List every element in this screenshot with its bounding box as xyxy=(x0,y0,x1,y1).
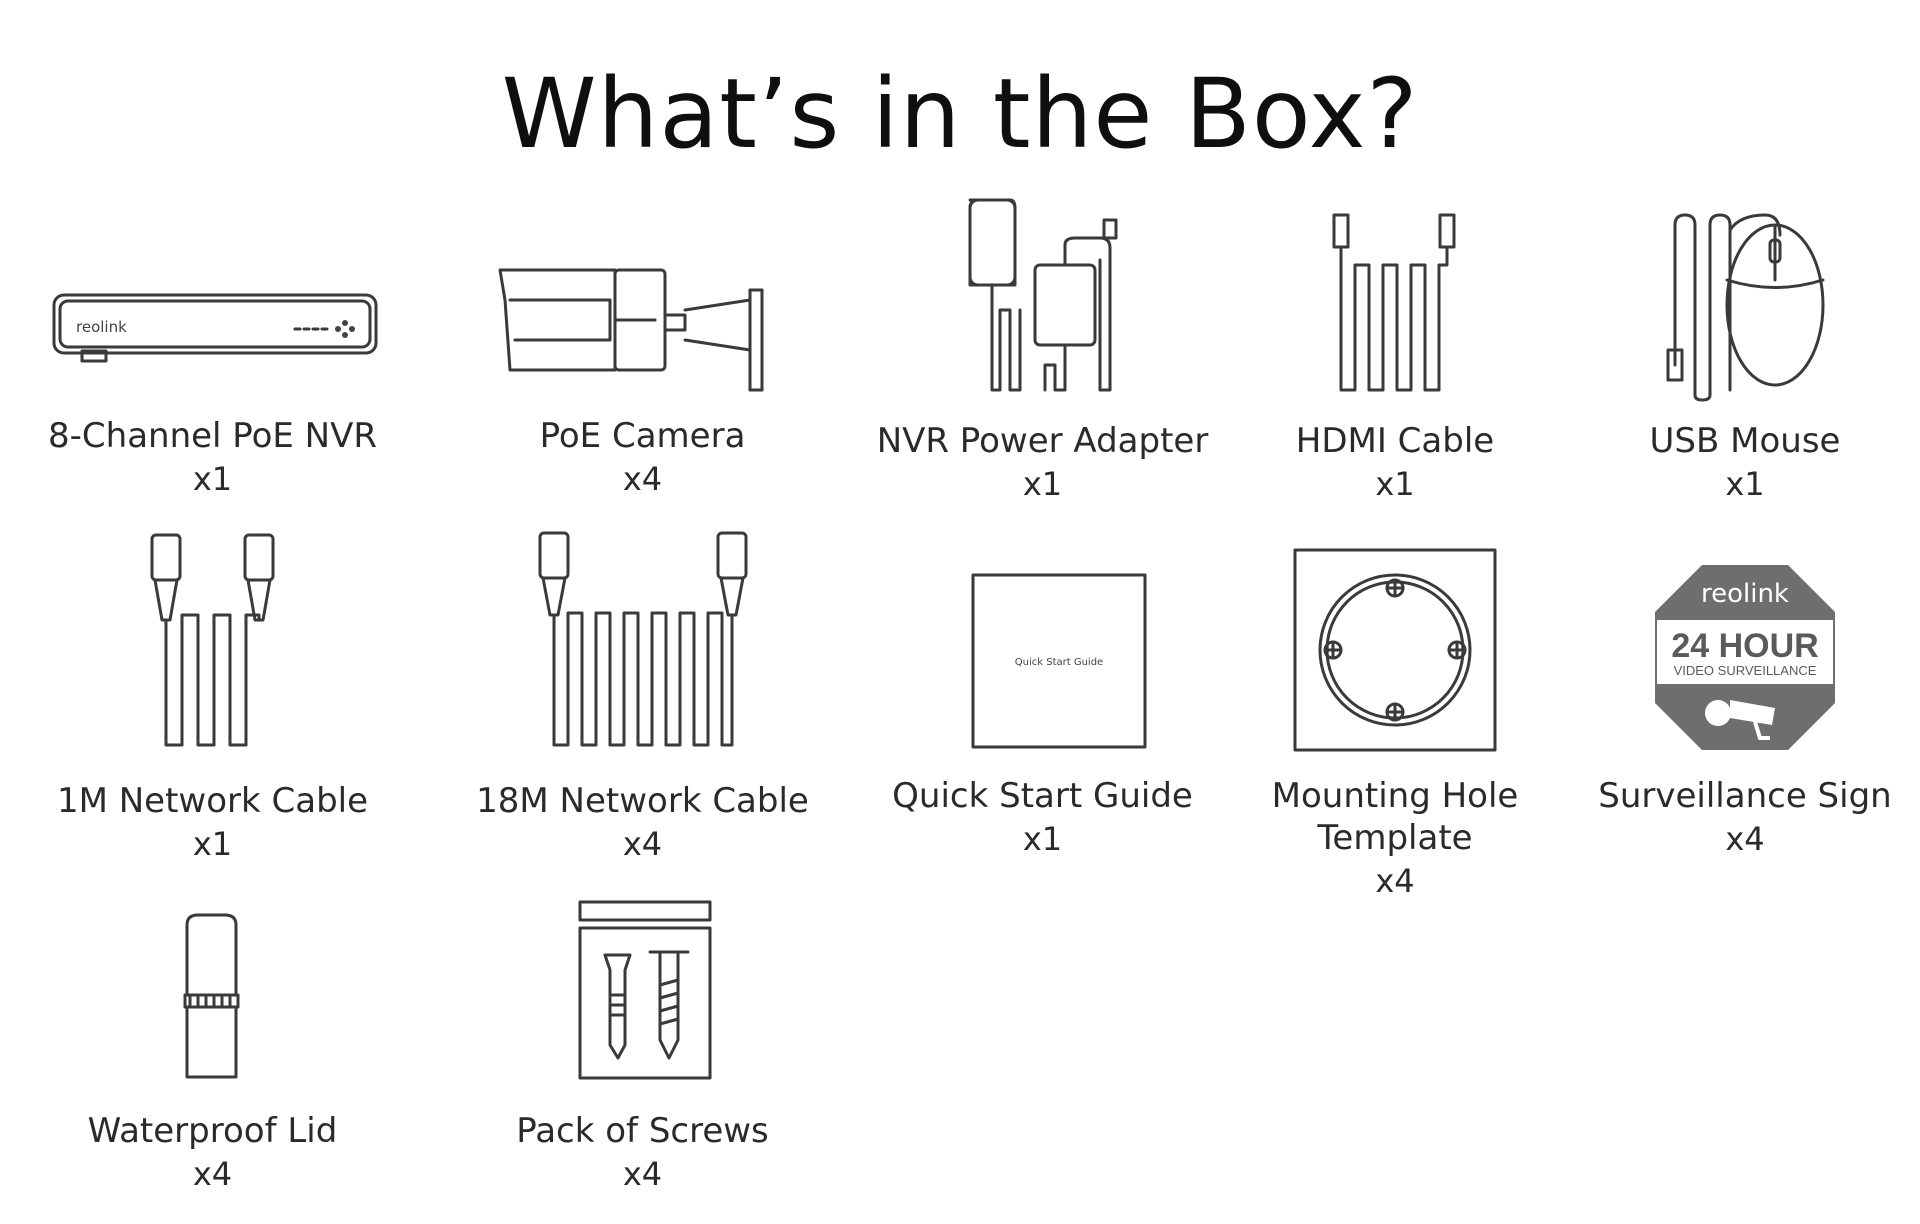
waterproof-lid-icon xyxy=(183,913,240,1079)
item-waterproof-lid: Waterproof Lid x4 xyxy=(40,913,385,1195)
item-label: 1M Network Cable xyxy=(56,781,369,821)
item-nvr: reolink 8-Channel PoE NVR x1 xyxy=(40,285,385,515)
item-label: 18M Network Cable xyxy=(476,781,809,821)
item-label: Pack of Screws xyxy=(516,1111,769,1151)
item-1m-network-cable: 1M Network Cable x1 xyxy=(40,530,385,870)
item-hdmi-cable: HDMI Cable x1 xyxy=(1240,205,1550,510)
item-label: HDMI Cable xyxy=(1295,421,1495,461)
item-quantity: x1 xyxy=(1022,820,1063,858)
item-power-adapter: NVR Power Adapter x1 xyxy=(870,198,1215,510)
item-18m-network-cable: 18M Network Cable x4 xyxy=(470,525,815,870)
item-label: 8-Channel PoE NVR xyxy=(48,416,377,456)
item-quick-start-guide: Quick Start Guide Quick Start Guide x1 xyxy=(870,570,1215,870)
usb-mouse-icon xyxy=(1666,213,1825,402)
item-quantity: x1 xyxy=(1375,465,1415,503)
item-label: NVR Power Adapter xyxy=(876,421,1209,461)
item-pack-of-screws: Pack of Screws x4 xyxy=(470,900,815,1195)
item-label: PoE Camera xyxy=(539,416,746,456)
svg-text:24 HOUR: 24 HOUR xyxy=(1671,627,1818,665)
page-title: What’s in the Box? xyxy=(501,58,1419,170)
item-label: Waterproof Lid xyxy=(87,1111,338,1151)
item-quantity: x4 xyxy=(192,1155,233,1193)
item-poe-camera: PoE Camera x4 xyxy=(470,260,815,510)
item-quantity: x1 xyxy=(192,460,233,498)
item-quantity: x4 xyxy=(622,825,663,863)
item-usb-mouse: USB Mouse x1 xyxy=(1590,210,1900,510)
template-icon xyxy=(1293,548,1497,752)
sign-icon: reolink 24 HOUR VIDEO SURVEILLANCE xyxy=(1655,565,1835,750)
network-cable-icon xyxy=(150,533,275,747)
screws-icon xyxy=(578,900,712,1080)
item-surveillance-sign: reolink 24 HOUR VIDEO SURVEILLANCE Surve… xyxy=(1590,560,1900,870)
svg-text:Quick Start Guide: Quick Start Guide xyxy=(1015,657,1103,668)
svg-text:reolink: reolink xyxy=(76,318,127,336)
item-quantity: x1 xyxy=(1022,465,1063,503)
item-quantity: x4 xyxy=(622,1155,663,1193)
nvr-icon: reolink xyxy=(52,293,378,363)
svg-text:VIDEO SURVEILLANCE: VIDEO SURVEILLANCE xyxy=(1674,663,1817,678)
item-quantity: x1 xyxy=(1725,465,1765,503)
network-cable-long-icon xyxy=(538,531,748,747)
item-quantity: x4 xyxy=(1375,862,1415,900)
item-mounting-hole-template: Mounting Hole Template x4 xyxy=(1240,545,1550,915)
item-label-line-1: Mounting Hole xyxy=(1271,776,1519,816)
item-label: Quick Start Guide xyxy=(892,776,1193,816)
item-label-line-2: Template xyxy=(1317,818,1473,858)
hdmi-cable-icon xyxy=(1332,213,1456,392)
guide-icon: Quick Start Guide xyxy=(971,573,1147,749)
item-quantity: x4 xyxy=(1725,820,1765,858)
camera-icon xyxy=(498,268,764,392)
item-quantity: x1 xyxy=(192,825,233,863)
item-label: USB Mouse xyxy=(1649,421,1841,461)
item-quantity: x4 xyxy=(622,460,663,498)
svg-text:reolink: reolink xyxy=(1701,579,1789,609)
power-adapter-icon xyxy=(968,198,1118,392)
item-label: Surveillance Sign xyxy=(1598,776,1892,816)
